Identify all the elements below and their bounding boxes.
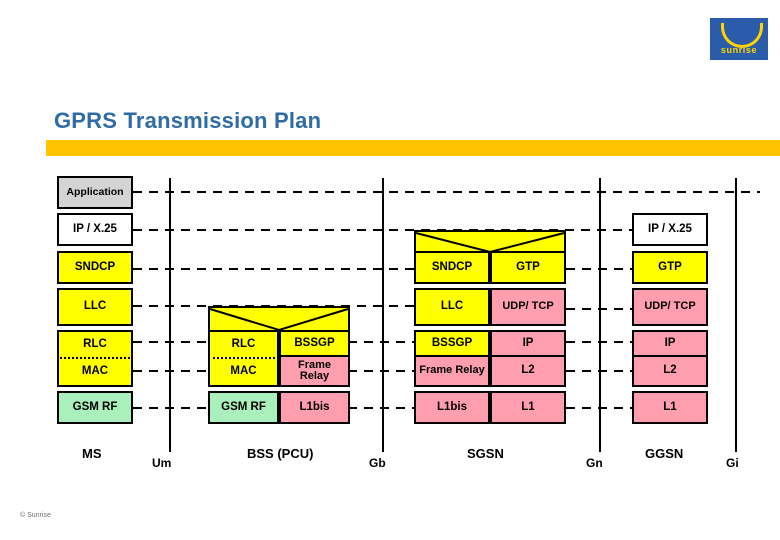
interface-label-gn: Gn [586,456,603,470]
layer-bss-l1bis[interactable]: L1bis [279,391,350,424]
layer-ggsn-udp-tcp[interactable]: UDP/ TCP [632,288,708,326]
layer-sgsn-sndcp[interactable]: SNDCP [414,251,490,284]
layer-ms-application[interactable]: Application [57,176,133,209]
layer-sgsn-ip[interactable]: IP [490,330,566,357]
layer-sgsn-llc[interactable]: LLC [414,288,490,326]
layer-bss-bssgp[interactable]: BSSGP [279,330,350,357]
layer-sgsn-l1[interactable]: L1 [490,391,566,424]
layer-bss-gsm-rf[interactable]: GSM RF [208,391,279,424]
layer-bss-frame-relay[interactable]: Frame Relay [279,355,350,387]
layer-ggsn-gtp[interactable]: GTP [632,251,708,284]
layer-ms-llc[interactable]: LLC [57,288,133,326]
layer-sgsn-udp-tcp[interactable]: UDP/ TCP [490,288,566,326]
node-label-bss: BSS (PCU) [247,446,314,461]
node-label-ggsn: GGSN [645,446,684,461]
interface-label-gi: Gi [726,456,739,470]
interface-label-gb: Gb [369,456,386,470]
title-accent-band [46,140,780,156]
copyright-notice: © Sunrise [20,512,51,519]
layer-bss-rlc[interactable]: RLC [208,330,279,357]
layer-sgsn-bssgp[interactable]: BSSGP [414,330,490,357]
sunrise-wordmark: sunrise [720,45,758,55]
interface-label-um: Um [152,456,172,470]
layer-bss-mac[interactable]: MAC [208,357,279,387]
layer-ggsn-ip[interactable]: IP [632,330,708,357]
layer-ggsn-l1[interactable]: L1 [632,391,708,424]
layer-ms-sndcp[interactable]: SNDCP [57,251,133,284]
layer-ggsn-ip-x25[interactable]: IP / X.25 [632,213,708,246]
layer-sgsn-gtp[interactable]: GTP [490,251,566,284]
sunrise-logo: sunrise [710,18,768,60]
layer-sgsn-l2[interactable]: L2 [490,355,566,387]
layer-ms-rlc[interactable]: RLC [57,330,133,357]
relay-wedge-bss [208,306,350,332]
node-label-sgsn: SGSN [467,446,504,461]
layer-ggsn-l2[interactable]: L2 [632,355,708,387]
node-label-ms: MS [82,446,102,461]
page-title: GPRS Transmission Plan [54,108,322,133]
layer-ms-gsm-rf[interactable]: GSM RF [57,391,133,424]
layer-ms-mac[interactable]: MAC [57,357,133,387]
layer-sgsn-l1bis[interactable]: L1bis [414,391,490,424]
layer-sgsn-frame-relay[interactable]: Frame Relay [414,355,490,387]
layer-ms-ip-x25[interactable]: IP / X.25 [57,213,133,246]
